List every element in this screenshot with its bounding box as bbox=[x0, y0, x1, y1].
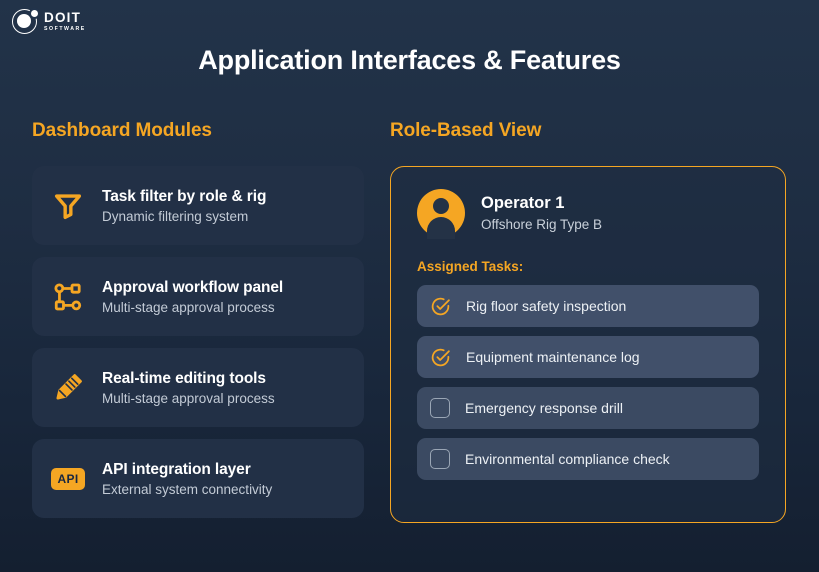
brand-tagline: SOFTWARE bbox=[44, 25, 86, 32]
role-header: Operator 1 Offshore Rig Type B bbox=[417, 189, 759, 239]
brand-logo: DOIT SOFTWARE bbox=[12, 9, 86, 34]
module-description: Dynamic filtering system bbox=[102, 208, 249, 224]
workflow-nodes-icon bbox=[50, 279, 86, 315]
pencil-edit-icon bbox=[50, 370, 86, 406]
module-description: External system connectivity bbox=[102, 481, 273, 497]
module-card-task-filter[interactable]: Task filter by role & rig Dynamic filter… bbox=[32, 166, 364, 245]
checkbox-empty-icon[interactable] bbox=[430, 449, 450, 469]
checkbox-empty-icon[interactable] bbox=[430, 398, 450, 418]
module-description: Multi-stage approval process bbox=[102, 299, 275, 315]
module-card-api-integration[interactable]: API API integration layer External syste… bbox=[32, 439, 364, 518]
task-row-rig-floor-safety-inspection[interactable]: Rig floor safety inspection bbox=[417, 285, 759, 327]
role-subtitle: Offshore Rig Type B bbox=[481, 217, 603, 232]
module-title: Real-time editing tools bbox=[102, 369, 266, 387]
doit-orbit-logo-icon bbox=[12, 9, 38, 34]
role-based-view-panel: Operator 1 Offshore Rig Type B Assigned … bbox=[390, 166, 786, 523]
circle-check-icon[interactable] bbox=[430, 347, 451, 368]
assigned-tasks-label: Assigned Tasks: bbox=[417, 259, 524, 274]
task-row-equipment-maintenance-log[interactable]: Equipment maintenance log bbox=[417, 336, 759, 378]
module-card-approval-workflow[interactable]: Approval workflow panel Multi-stage appr… bbox=[32, 257, 364, 336]
module-title: Approval workflow panel bbox=[102, 278, 284, 296]
module-title: API integration layer bbox=[102, 460, 251, 478]
dashboard-modules-list: Task filter by role & rig Dynamic filter… bbox=[32, 166, 364, 518]
task-row-environmental-compliance-check[interactable]: Environmental compliance check bbox=[417, 438, 759, 480]
section-heading-dashboard-modules: Dashboard Modules bbox=[32, 120, 212, 141]
module-card-realtime-editing[interactable]: Real-time editing tools Multi-stage appr… bbox=[32, 348, 364, 427]
section-heading-role-based-view: Role-Based View bbox=[390, 120, 542, 141]
module-description: Multi-stage approval process bbox=[102, 390, 275, 406]
filter-funnel-icon bbox=[50, 188, 86, 224]
api-badge-label: API bbox=[50, 467, 86, 490]
brand-name: DOIT bbox=[44, 10, 82, 26]
task-label: Equipment maintenance log bbox=[466, 349, 640, 365]
circle-check-icon[interactable] bbox=[430, 296, 451, 317]
task-label: Environmental compliance check bbox=[465, 451, 670, 467]
role-name: Operator 1 bbox=[481, 194, 565, 212]
page-title: Application Interfaces & Features bbox=[198, 45, 621, 75]
assigned-tasks-list: Rig floor safety inspection Equipment ma… bbox=[417, 285, 759, 480]
module-title: Task filter by role & rig bbox=[102, 187, 267, 205]
user-avatar-icon bbox=[417, 189, 465, 239]
api-badge-icon: API bbox=[50, 461, 86, 497]
task-row-emergency-response-drill[interactable]: Emergency response drill bbox=[417, 387, 759, 429]
task-label: Rig floor safety inspection bbox=[466, 298, 627, 314]
task-label: Emergency response drill bbox=[465, 400, 623, 416]
